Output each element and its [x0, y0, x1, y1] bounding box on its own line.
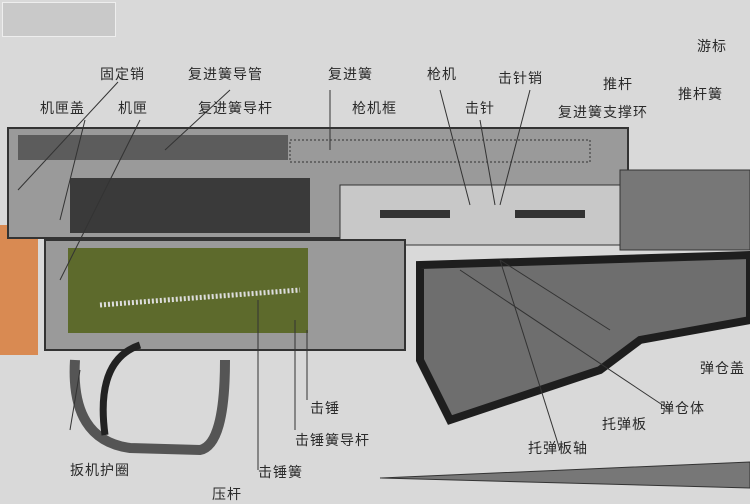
label-hammer-spring-guide: 击锤簧导杆	[295, 433, 370, 449]
label-bolt: 枪机	[427, 67, 457, 83]
label-receiver-cover: 机匣盖	[40, 101, 85, 117]
label-follower: 托弹板	[602, 417, 647, 433]
label-receiver: 机匣	[118, 101, 148, 117]
magazine	[416, 250, 750, 425]
label-magazine-body: 弹仓体	[660, 401, 705, 417]
label-lever: 压杆	[212, 487, 242, 503]
label-firing-pin: 击针	[465, 101, 495, 117]
label-recoil-spring: 复进簧	[328, 67, 373, 83]
barrel-chamber	[619, 169, 750, 251]
leader-lines	[17, 81, 671, 470]
label-hammer-spring: 击锤簧	[258, 465, 303, 481]
receiver-inner	[70, 178, 310, 233]
bolt-slot-2	[515, 210, 585, 218]
label-follower-axis: 托弹板轴	[528, 441, 588, 457]
recoil-spring-tube	[18, 135, 288, 160]
trigger	[99, 341, 142, 436]
label-push-rod: 推杆	[603, 77, 633, 93]
recoil-spring	[289, 139, 591, 163]
stock-wood	[0, 225, 38, 355]
label-hammer: 击锤	[310, 401, 340, 417]
label-fixing-pin: 固定销	[100, 67, 145, 83]
label-recoil-guide-tube: 复进簧导管	[188, 67, 263, 83]
label-magazine-cover: 弹仓盖	[700, 361, 745, 377]
bolt-slot	[380, 210, 450, 218]
label-push-rod-spring: 推杆簧	[678, 87, 723, 103]
trigger-guard	[69, 359, 230, 456]
label-recoil-guide-rod: 复进簧导杆	[198, 101, 273, 117]
label-recoil-spring-ring: 复进簧支撑环	[558, 105, 648, 121]
label-firing-pin-retainer: 击针销	[498, 71, 543, 87]
label-trigger-guard: 扳机护圈	[70, 463, 130, 479]
watermark	[2, 2, 116, 37]
bayonet	[379, 461, 750, 489]
label-bolt-carrier: 枪机框	[352, 101, 397, 117]
hammer-spring	[99, 287, 301, 308]
label-rear-sight-slide: 游标	[697, 39, 727, 55]
